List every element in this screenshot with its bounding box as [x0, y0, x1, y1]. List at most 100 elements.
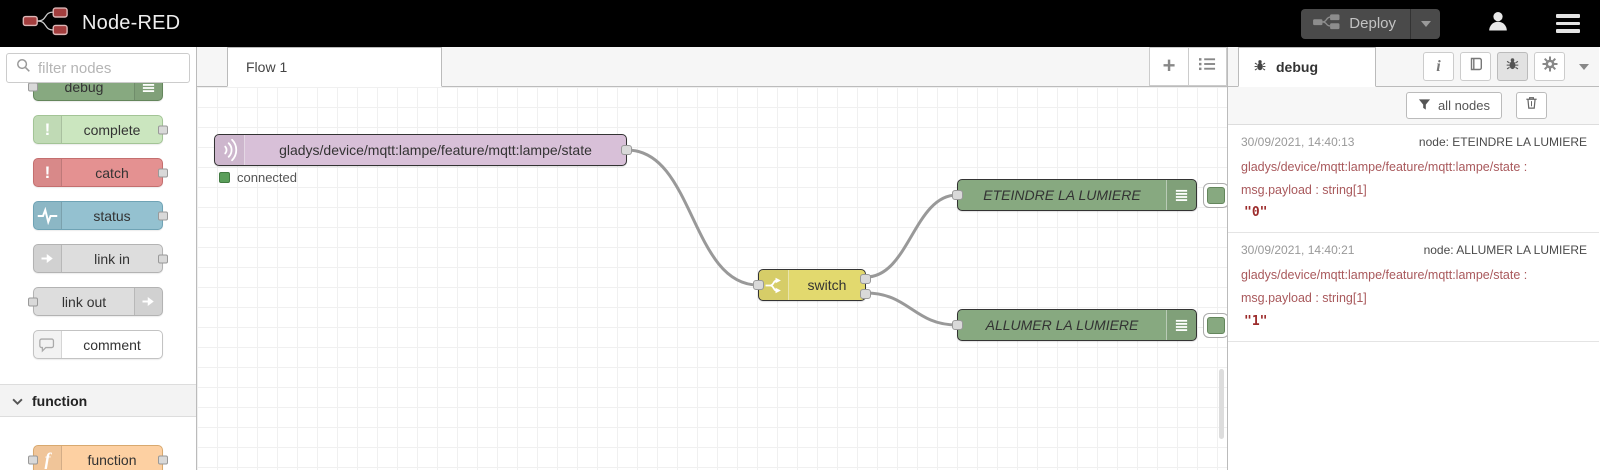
bug-icon — [1505, 56, 1520, 77]
palette-node-comment[interactable]: comment — [33, 330, 163, 359]
debug-message-list[interactable]: 30/09/2021, 14:40:13 node: ETEINDRE LA L… — [1228, 125, 1599, 470]
palette-node-link-out[interactable]: link out — [28, 287, 163, 316]
user-button[interactable] — [1486, 9, 1510, 38]
palette-node-debug[interactable]: debug — [28, 83, 163, 101]
flow-canvas[interactable]: gladys/device/mqtt:lampe/feature/mqtt:la… — [197, 87, 1227, 470]
palette-category-label: function — [32, 392, 88, 409]
link-arrow-icon — [134, 288, 162, 315]
wire-switch-to-eteindre[interactable] — [865, 193, 958, 279]
node-input-port[interactable] — [952, 320, 963, 330]
plus-icon: + — [1162, 52, 1176, 78]
debug-message[interactable]: 30/09/2021, 14:40:21 node: ALLUMER LA LU… — [1228, 233, 1599, 342]
flow-node-label: gladys/device/mqtt:lampe/feature/mqtt:la… — [279, 142, 592, 158]
deploy-options-button[interactable] — [1410, 8, 1440, 39]
debug-message-payload[interactable]: "0" — [1244, 205, 1268, 221]
gear-icon — [1542, 56, 1558, 77]
flow-tab-bar: Flow 1 + — [197, 47, 1227, 87]
flow-list-button[interactable] — [1188, 47, 1227, 86]
palette-node-label: catch — [95, 164, 129, 181]
palette-node-label: link in — [94, 250, 130, 267]
palette-node-complete[interactable]: ! complete — [33, 115, 168, 144]
chevron-down-icon — [1420, 20, 1431, 27]
app-title: Node-RED — [82, 12, 181, 34]
sidebar-help-button[interactable] — [1460, 52, 1491, 81]
node-output-port-2[interactable] — [860, 289, 871, 299]
debug-message-topic[interactable]: gladys/device/mqtt:lampe/feature/mqtt:la… — [1241, 160, 1528, 198]
node-input-port[interactable] — [28, 297, 38, 306]
canvas-vertical-scrollbar[interactable] — [1219, 369, 1224, 439]
sidebar-expand-chevron-icon[interactable] — [1579, 63, 1589, 70]
speech-bubble-icon — [34, 331, 62, 358]
palette-node-label: status — [93, 207, 131, 224]
node-input-port[interactable] — [28, 455, 38, 464]
deploy-button-main[interactable]: Deploy — [1301, 9, 1410, 39]
debug-filter-button[interactable]: all nodes — [1405, 92, 1502, 119]
node-output-port[interactable] — [158, 211, 168, 220]
search-icon — [16, 58, 31, 78]
node-output-port[interactable] — [158, 125, 168, 134]
palette-node-label: link out — [61, 293, 107, 310]
flow-tab-label: Flow 1 — [246, 59, 288, 75]
status-connected-label: connected — [237, 170, 297, 185]
palette-filter-input[interactable] — [38, 59, 180, 77]
debug-lines-icon — [1166, 310, 1196, 340]
debug-message[interactable]: 30/09/2021, 14:40:13 node: ETEINDRE LA L… — [1228, 125, 1599, 234]
node-output-port[interactable] — [621, 145, 632, 155]
user-icon — [1486, 9, 1510, 38]
wire-switch-to-allumer[interactable] — [865, 291, 958, 327]
palette-node-link-in[interactable]: link in — [33, 244, 168, 273]
flow-node-switch[interactable]: switch — [753, 269, 871, 301]
info-icon: i — [1436, 57, 1441, 75]
node-output-port[interactable] — [158, 168, 168, 177]
sidebar-info-button[interactable]: i — [1423, 52, 1454, 81]
tab-debug[interactable]: debug — [1238, 47, 1376, 87]
flow-node-debug-allumer[interactable]: ALLUMER LA LUMIERE — [952, 309, 1197, 341]
mqtt-node-status: connected — [219, 170, 297, 185]
node-output-port[interactable] — [158, 455, 168, 464]
add-flow-button[interactable]: + — [1149, 47, 1188, 86]
flow-node-debug-eteindre[interactable]: ETEINDRE LA LUMIERE — [952, 179, 1197, 211]
status-connected-dot — [219, 172, 230, 183]
function-f-icon: f — [34, 446, 62, 470]
palette-node-label: comment — [83, 336, 141, 353]
node-input-port[interactable] — [28, 83, 38, 91]
trash-icon — [1524, 95, 1539, 116]
debug-message-topic[interactable]: gladys/device/mqtt:lampe/feature/mqtt:la… — [1241, 268, 1528, 306]
palette-scroll-area[interactable]: debug ! complete ! catch — [0, 83, 196, 470]
flow-node-mqtt-in[interactable]: gladys/device/mqtt:lampe/feature/mqtt:la… — [214, 134, 632, 166]
debug-message-source-node: node: ALLUMER LA LUMIERE — [1423, 243, 1587, 258]
debug-enable-toggle[interactable] — [1203, 313, 1227, 338]
debug-message-payload[interactable]: "1" — [1244, 313, 1268, 329]
palette-node-function[interactable]: f function — [28, 445, 168, 470]
main-menu-button[interactable] — [1556, 14, 1580, 33]
palette-node-status[interactable]: status — [33, 201, 168, 230]
book-icon — [1468, 56, 1484, 77]
link-arrow-icon — [34, 245, 62, 272]
node-output-port-1[interactable] — [860, 274, 871, 284]
debug-clear-button[interactable] — [1516, 92, 1547, 119]
palette-node-catch[interactable]: ! catch — [33, 158, 168, 187]
debug-toolbar: all nodes — [1228, 87, 1599, 125]
tab-flow-1[interactable]: Flow 1 — [227, 47, 442, 87]
wire-mqtt-to-switch[interactable] — [626, 148, 759, 287]
exclamation-icon: ! — [34, 116, 62, 143]
node-output-port[interactable] — [158, 254, 168, 263]
debug-filter-label: all nodes — [1437, 98, 1490, 113]
pulse-icon — [34, 202, 62, 229]
sidebar-header: debug i — [1228, 47, 1599, 87]
flow-editor: Flow 1 + — [197, 47, 1227, 470]
funnel-icon — [1418, 98, 1431, 114]
deploy-label: Deploy — [1349, 15, 1396, 32]
palette-category-function[interactable]: function — [0, 384, 196, 417]
sidebar-tab-label: debug — [1276, 59, 1318, 75]
sidebar-config-button[interactable] — [1534, 52, 1565, 81]
node-input-port[interactable] — [952, 190, 963, 200]
deploy-button[interactable]: Deploy — [1301, 8, 1440, 39]
palette-search-box[interactable] — [6, 53, 190, 83]
sidebar-debug-button[interactable] — [1497, 52, 1528, 81]
node-red-logo-icon — [22, 6, 72, 41]
debug-enable-toggle[interactable] — [1203, 183, 1227, 208]
node-input-port[interactable] — [753, 280, 764, 290]
mqtt-signal-icon — [215, 135, 245, 165]
node-palette: debug ! complete ! catch — [0, 47, 197, 470]
